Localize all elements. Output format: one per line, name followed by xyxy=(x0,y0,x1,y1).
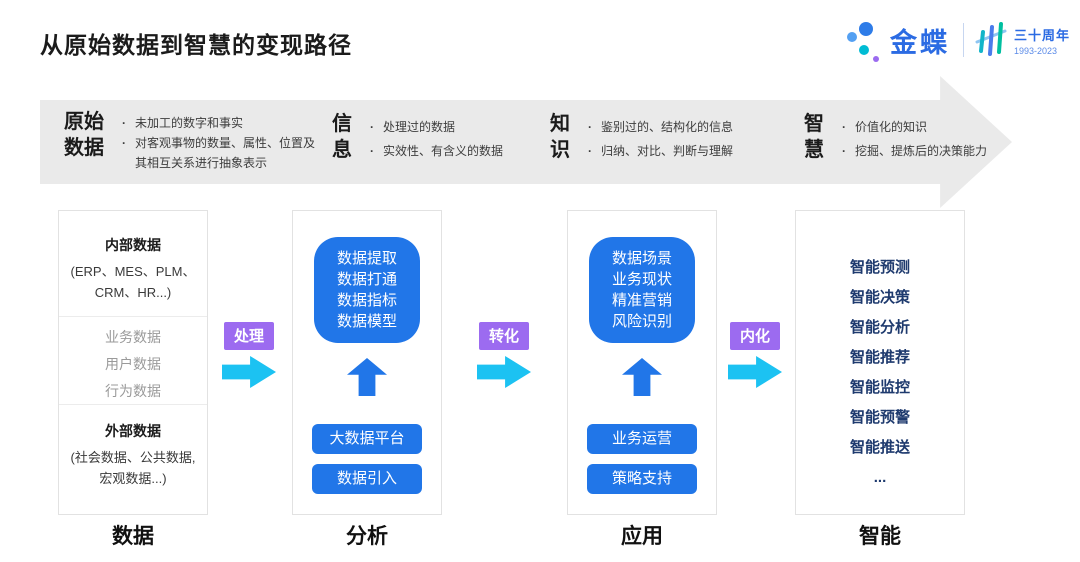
intelligence-item: 智能决策 xyxy=(849,289,910,306)
connector-transform: 转化 xyxy=(475,322,533,388)
core-line: 数据场景 xyxy=(611,250,672,267)
page-title: 从原始数据到智慧的变现路径 xyxy=(40,32,352,58)
internal-data-detail: (ERP、MES、PLM、CRM、HR...) xyxy=(70,264,196,300)
kingdee-logo: 金蝶 三十周年 1993-2023 xyxy=(846,16,1070,64)
middle-data-item: 用户数据 xyxy=(105,356,161,372)
analysis-column-box: 数据提取 数据打通 数据指标 数据模型 大数据平台 数据引入 xyxy=(292,210,442,515)
stage-knowledge: 知 识 ·鉴别过的、结构化的信息 ·归纳、对比、判断与理解 xyxy=(550,111,778,163)
logo-divider xyxy=(963,23,964,57)
intelligence-item: 智能分析 xyxy=(849,319,910,336)
core-line: 精准营销 xyxy=(611,292,672,309)
up-arrow-icon xyxy=(622,358,662,396)
internal-data-title: 内部数据 xyxy=(105,237,161,253)
anniversary-text: 三十周年 xyxy=(1014,27,1071,43)
stage-wisdom: 智 慧 ·价值化的知识 ·挖掘、提炼后的决策能力 xyxy=(804,111,1002,163)
intelligence-item: 智能预测 xyxy=(849,259,910,276)
business-operation-tag: 业务运营 xyxy=(587,424,697,454)
connector-label: 内化 xyxy=(729,322,780,350)
kingdee-dots-icon xyxy=(846,16,882,64)
connector-internalize: 内化 xyxy=(726,322,784,388)
internal-data-section: 内部数据 (ERP、MES、PLM、CRM、HR...) xyxy=(59,211,207,317)
core-line: 数据指标 xyxy=(336,292,397,309)
thirty-anniversary-icon xyxy=(975,22,1007,56)
intelligence-item: 智能监控 xyxy=(849,379,910,396)
stage-raw-data: 原始 数据 ·未加工的数字和事实 ·对客观事物的数量、属性、位置及其相互关系进行… xyxy=(64,109,318,173)
stage-name: 知 识 xyxy=(550,113,570,161)
column-label-analysis: 分析 xyxy=(346,525,388,548)
core-line: 数据模型 xyxy=(336,313,397,330)
strategy-support-tag: 策略支持 xyxy=(587,464,697,494)
column-label-data: 数据 xyxy=(112,525,154,548)
data-column-box: 内部数据 (ERP、MES、PLM、CRM、HR...) 业务数据 用户数据 行… xyxy=(58,210,208,515)
stage-name: 智 慧 xyxy=(804,113,824,161)
core-line: 风险识别 xyxy=(611,313,672,330)
intelligence-item-ellipsis: ... xyxy=(873,469,887,486)
stage-point: ·实效性、有含义的数据 xyxy=(370,144,504,158)
connector-label: 转化 xyxy=(478,322,529,350)
right-arrow-icon xyxy=(728,356,782,388)
stage-point: ·鉴别过的、结构化的信息 xyxy=(588,120,734,134)
intelligence-item: 智能推送 xyxy=(849,439,910,456)
column-label-application: 应用 xyxy=(621,525,663,548)
banner-content: 原始 数据 ·未加工的数字和事实 ·对客观事物的数量、属性、位置及其相互关系进行… xyxy=(40,76,1012,208)
analysis-core-box: 数据提取 数据打通 数据指标 数据模型 xyxy=(314,237,420,343)
core-line: 数据提取 xyxy=(336,250,397,267)
stage-point: ·价值化的知识 xyxy=(842,120,928,134)
stage-point: ·对客观事物的数量、属性、位置及其相互关系进行抽象表示 xyxy=(122,136,316,170)
big-data-platform-tag: 大数据平台 xyxy=(312,424,422,454)
stage-name: 原始 数据 xyxy=(64,111,104,159)
brand-name: 金蝶 xyxy=(890,27,950,58)
middle-data-item: 业务数据 xyxy=(105,329,161,345)
external-data-section: 外部数据 (社会数据、公共数据, 宏观数据...) xyxy=(59,405,207,489)
middle-data-item: 行为数据 xyxy=(105,383,161,399)
stage-information: 信 息 ·处理过的数据 ·实效性、有含义的数据 xyxy=(332,111,535,163)
connector-label: 处理 xyxy=(223,322,274,350)
stage-point: ·处理过的数据 xyxy=(370,120,456,134)
stage-name: 信 息 xyxy=(332,113,352,161)
data-import-tag: 数据引入 xyxy=(312,464,422,494)
core-line: 数据打通 xyxy=(336,271,397,288)
up-arrow-icon xyxy=(347,358,387,396)
core-line: 业务现状 xyxy=(611,271,672,288)
stage-point: ·未加工的数字和事实 xyxy=(122,116,244,130)
intelligence-item: 智能预警 xyxy=(849,409,910,426)
column-label-intelligence: 智能 xyxy=(859,525,901,548)
stage-point: ·挖掘、提炼后的决策能力 xyxy=(842,144,988,158)
external-data-title: 外部数据 xyxy=(105,423,161,439)
middle-data-section: 业务数据 用户数据 行为数据 xyxy=(59,317,207,405)
application-column-box: 数据场景 业务现状 精准营销 风险识别 业务运营 策略支持 xyxy=(567,210,717,515)
anniversary-years: 1993-2023 xyxy=(1014,45,1058,56)
connector-process: 处理 xyxy=(220,322,278,388)
right-arrow-icon xyxy=(477,356,531,388)
intelligence-column-box: 智能预测 智能决策 智能分析 智能推荐 智能监控 智能预警 智能推送 ... xyxy=(795,210,965,515)
intelligence-item: 智能推荐 xyxy=(849,349,910,366)
external-data-detail: (社会数据、公共数据, 宏观数据...) xyxy=(70,450,196,486)
application-core-box: 数据场景 业务现状 精准营销 风险识别 xyxy=(589,237,695,343)
right-arrow-icon xyxy=(222,356,276,388)
stage-point: ·归纳、对比、判断与理解 xyxy=(588,144,734,158)
